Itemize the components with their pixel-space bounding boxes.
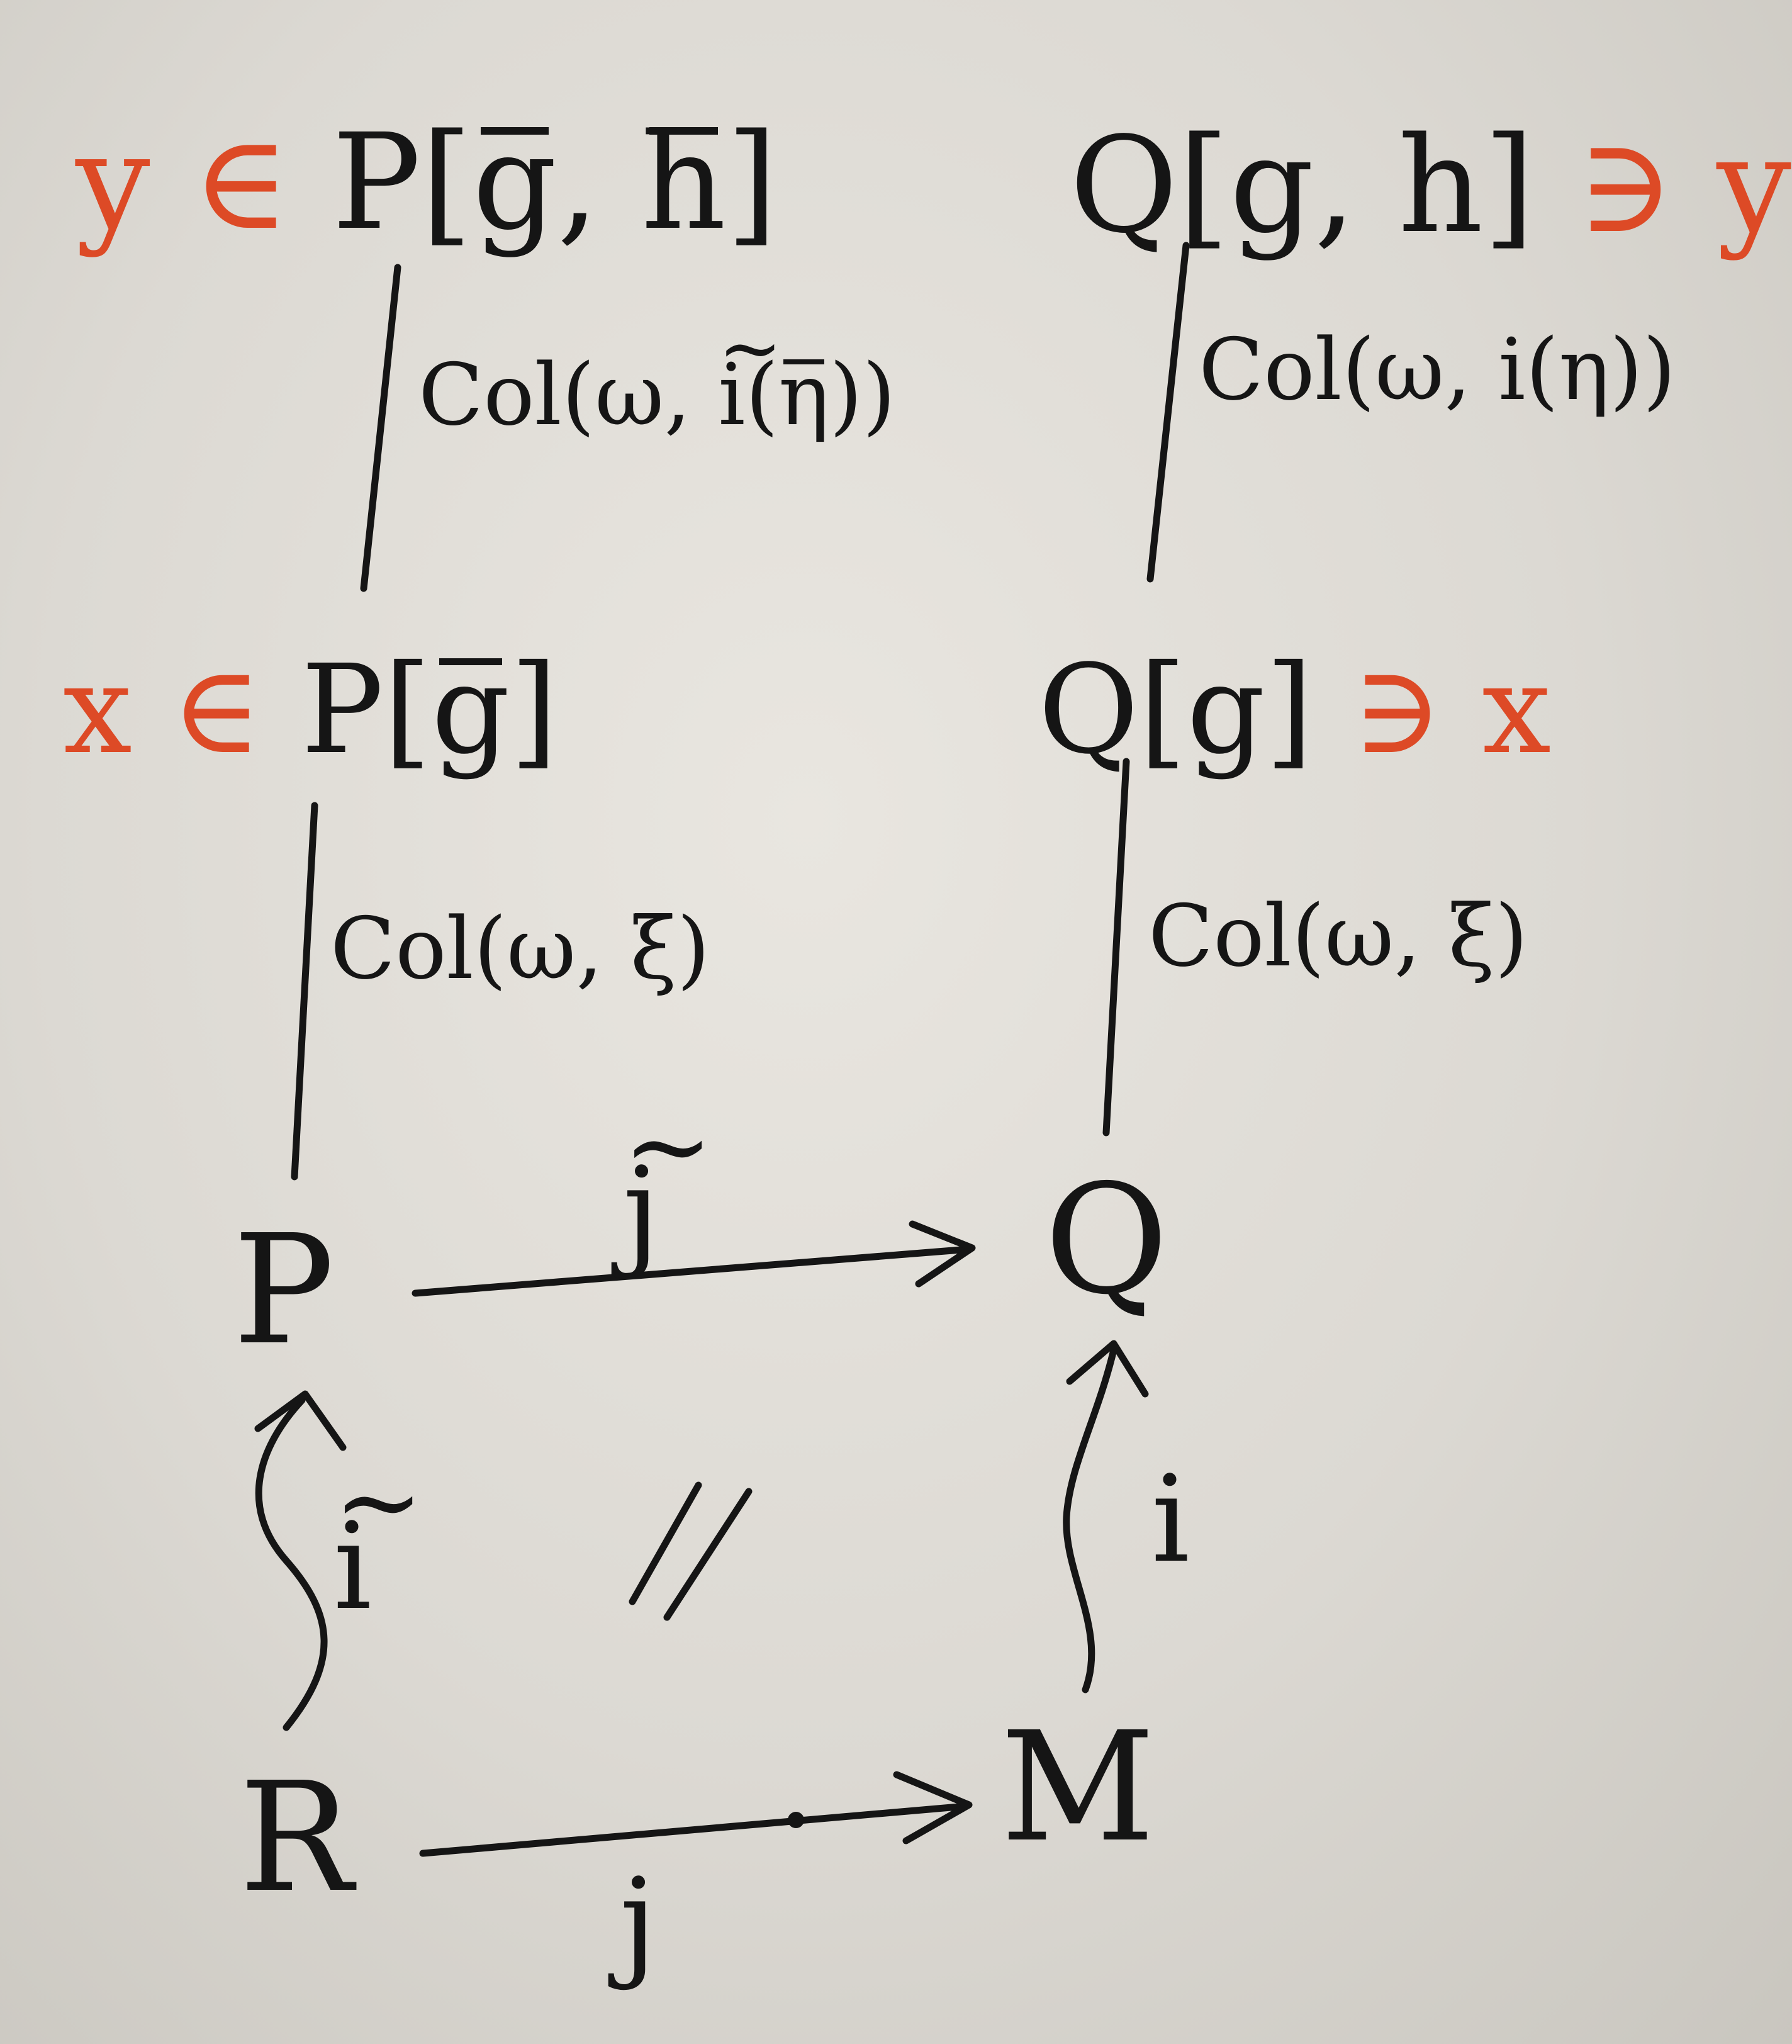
collapse-upper-left-label: Col(ω, i(η)) — [418, 310, 895, 444]
collapse-lower-right-label: Col(ω, ξ) — [1148, 887, 1528, 986]
arg-h: h — [1398, 108, 1484, 262]
arrow-label-i-tilde: i — [333, 1448, 372, 1627]
arrow-p-to-q-shaft — [412, 1245, 973, 1297]
poset-q: Q — [1070, 108, 1179, 262]
commute-mark-line-2 — [663, 1488, 753, 1621]
arrow-label-j: j — [620, 1853, 657, 1992]
membership-symbol: ∈ — [192, 105, 290, 259]
collapse-upper-right-label: Col(ω, i(η)) — [1199, 320, 1676, 419]
arg-g-bar: g — [472, 105, 557, 259]
squiggle-m-to-q — [1063, 1346, 1117, 1693]
collapse-lower-prefix: Col(ω, — [330, 899, 630, 998]
i-tilde-glyph: i — [333, 1448, 372, 1627]
collapse-suffix: )) — [829, 345, 896, 444]
arrow-r-to-m-dot — [788, 1812, 804, 1828]
element-y-right: y — [1716, 108, 1791, 262]
node-m: M — [1000, 1699, 1155, 1875]
arg-g-mid: g — [1186, 638, 1265, 781]
contains-symbol: ∋ — [1577, 108, 1675, 262]
upper-left-vertical-line — [360, 264, 401, 592]
node-q: Q — [1044, 1152, 1168, 1328]
mid-right-node: Q[g] ∋ x — [1038, 638, 1552, 781]
mid-left-node: x ∈ P[g] — [63, 638, 558, 781]
node-r: R — [239, 1749, 353, 1926]
poset-p-mid: P — [301, 638, 384, 781]
arg-g-bar-mid: g — [431, 638, 510, 781]
eta-bar: η — [778, 345, 830, 444]
lower-right-vertical-line — [1102, 758, 1130, 1137]
collapse-lower-left-label: Col(ω, ξ) — [330, 906, 710, 991]
top-right-node: Q[g, h] ∋ y — [1070, 108, 1791, 262]
lower-left-vertical-line — [291, 802, 318, 1181]
poset-p: P — [332, 105, 421, 259]
node-p: P — [233, 1202, 335, 1378]
membership-symbol-x: ∈ — [171, 638, 262, 781]
element-x-right: x — [1482, 638, 1552, 781]
arg-g: g — [1229, 108, 1314, 262]
arrow-r-to-m-head — [893, 1771, 973, 1845]
squiggle-r-to-p-head — [254, 1390, 347, 1451]
element-y-left: y — [76, 105, 150, 259]
contains-symbol-x: ∋ — [1352, 638, 1443, 781]
squiggle-m-to-q-head — [1066, 1340, 1149, 1398]
element-x-left: x — [63, 638, 132, 781]
arrow-r-to-m-shaft — [419, 1802, 970, 1857]
xi-bar: ξ — [630, 899, 677, 998]
collapse-lower-suffix: ) — [676, 899, 710, 998]
collapse-prefix: Col(ω, — [418, 345, 719, 444]
arg-h-bar: h — [641, 105, 727, 259]
poset-q-mid: Q — [1038, 638, 1139, 781]
j-tilde-glyph: j — [623, 1092, 660, 1271]
arrow-p-to-q-head — [909, 1220, 976, 1288]
squiggle-r-to-p — [255, 1396, 328, 1731]
commute-mark-line-1 — [629, 1481, 702, 1605]
arrow-label-i: i — [1151, 1450, 1190, 1589]
upper-right-vertical-line — [1146, 242, 1190, 583]
arrow-label-j-tilde: j — [623, 1092, 660, 1271]
map-i-tilde: i — [718, 310, 745, 437]
top-left-node: y ∈ P[g, h] — [76, 105, 778, 259]
